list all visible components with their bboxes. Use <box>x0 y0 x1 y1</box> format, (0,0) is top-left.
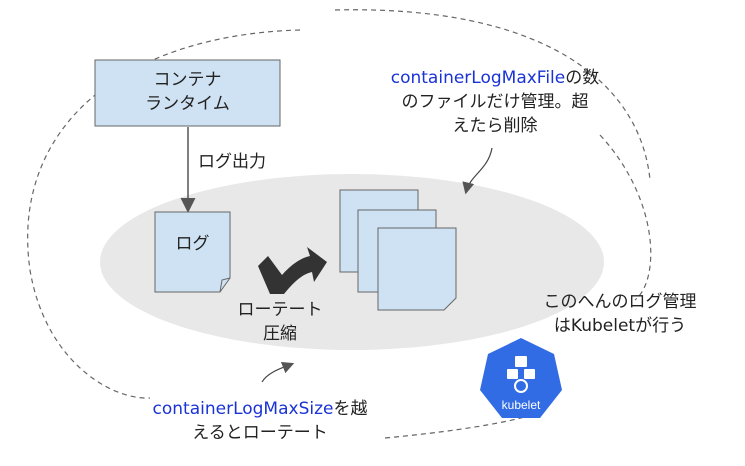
kubelet-cubes-icon <box>507 356 535 393</box>
kubelet-logo: kubelet <box>480 338 562 418</box>
rotate-compress-label: ローテート 圧縮 <box>237 300 323 344</box>
kubelet-scope-boundary <box>27 9 652 439</box>
max-size-note: containerLogMaxSizeを越 えるとローテート <box>152 399 368 443</box>
max-file-keyword: containerLogMaxFile <box>390 68 566 88</box>
rotate-arrow <box>258 247 327 294</box>
kubelet-logo-text: kubelet <box>502 398 541 412</box>
rotated-files-stack <box>339 189 457 311</box>
container-runtime-label: コンテナ ランタイム <box>145 70 230 114</box>
log-file-label: ログ <box>175 234 210 254</box>
log-output-label: ログ出力 <box>198 152 266 172</box>
max-file-pointer <box>462 147 493 195</box>
log-file-icon <box>154 211 231 293</box>
container-runtime-box <box>94 59 281 127</box>
max-size-keyword: containerLogMaxSize <box>152 399 334 419</box>
max-size-pointer <box>261 361 295 383</box>
kubelet-note: このへんのログ管理 はKubeletが行う <box>543 292 697 336</box>
max-file-note: containerLogMaxFileの数 のファイルだけ管理。超 えたら削除 <box>390 68 600 136</box>
